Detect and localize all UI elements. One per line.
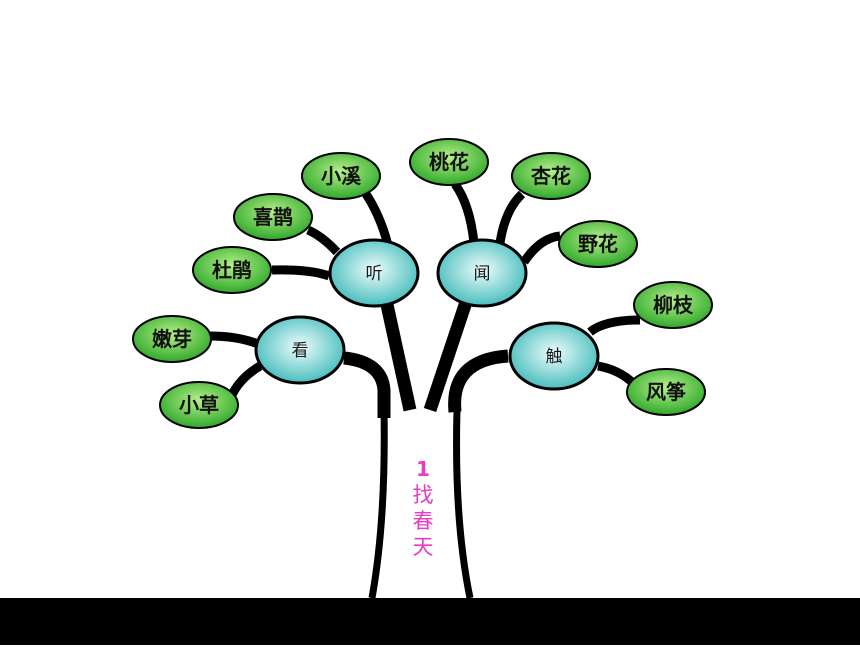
hub-ellipse [328,238,420,308]
trunk-left-edge [368,409,388,599]
leaf-yehua: 野花 [558,220,638,268]
hub-label: 看 [292,341,309,361]
leaf-label: 杏花 [530,164,571,188]
leaf-label: 风筝 [646,380,686,404]
tree-title: 1 找 春 天 [402,456,444,560]
leaf-label: 小溪 [321,164,362,188]
limb-touch [448,349,509,413]
leaf-ellipse [301,152,381,200]
hub-touch: 触 [508,321,600,391]
leaf-ellipse [633,281,713,329]
limb-listen [379,298,417,412]
ground-bar [0,598,860,645]
twig-xinghua [495,190,526,244]
limb-look [343,351,391,418]
title-char: 找 [412,483,434,507]
leaf-taohua: 桃花 [409,138,489,186]
hub-label: 闻 [474,264,491,284]
twig-yehua [520,231,561,265]
hub-label: 触 [546,347,563,367]
twig-dujuan [271,265,331,281]
leaf-xiaoxi: 小溪 [301,152,381,200]
trunk-right-edge [453,409,474,599]
hub-label: 听 [366,264,383,284]
branches [208,181,641,418]
twig-xiaocao [227,362,263,398]
leaf-ellipse [192,246,272,294]
leaf-xique: 喜鹊 [233,193,313,241]
hub-ellipse [254,315,346,385]
leaf-xiaocao: 小草 [159,381,239,429]
hub-ellipse [436,238,528,308]
leaf-ellipse [558,220,638,268]
title-char: 天 [412,535,434,559]
limb-smell [423,299,473,413]
leaf-label: 嫩芽 [152,327,192,351]
leaf-label: 喜鹊 [253,205,293,229]
title-char: 春 [412,509,434,533]
leaf-ellipse [132,315,212,363]
twig-liuzhi [587,315,641,336]
leaf-label: 小草 [179,393,219,417]
leaf-ellipse [233,193,313,241]
title-number: 1 [416,457,430,481]
leaf-ellipse [511,152,591,200]
twig-fengzheng [597,361,638,388]
leaf-liuzhi: 柳枝 [633,281,713,329]
leaf-ellipse [159,381,239,429]
hub-ellipse [508,321,600,391]
leaf-label: 杜鹃 [212,258,252,282]
hub-listen: 听 [328,238,420,308]
twig-taohua [451,181,479,244]
leaf-label: 桃花 [429,150,469,174]
twig-xiaoxi [362,191,393,247]
leaf-label: 野花 [578,232,618,256]
twig-xique [306,225,341,256]
hub-nodes: 看 听 闻触 [254,238,600,391]
hub-smell: 闻 [436,238,528,308]
leaf-label: 柳枝 [653,293,694,317]
hub-look: 看 [254,315,346,385]
leaf-ellipse [626,368,706,416]
twig-nenya [208,331,260,349]
leaf-fengzheng: 风筝 [626,368,706,416]
trunk [368,409,474,599]
leaf-ellipse [409,138,489,186]
leaf-xinghua: 杏花 [511,152,591,200]
leaf-nenya: 嫩芽 [132,315,212,363]
leaf-dujuan: 杜鹃 [192,246,272,294]
